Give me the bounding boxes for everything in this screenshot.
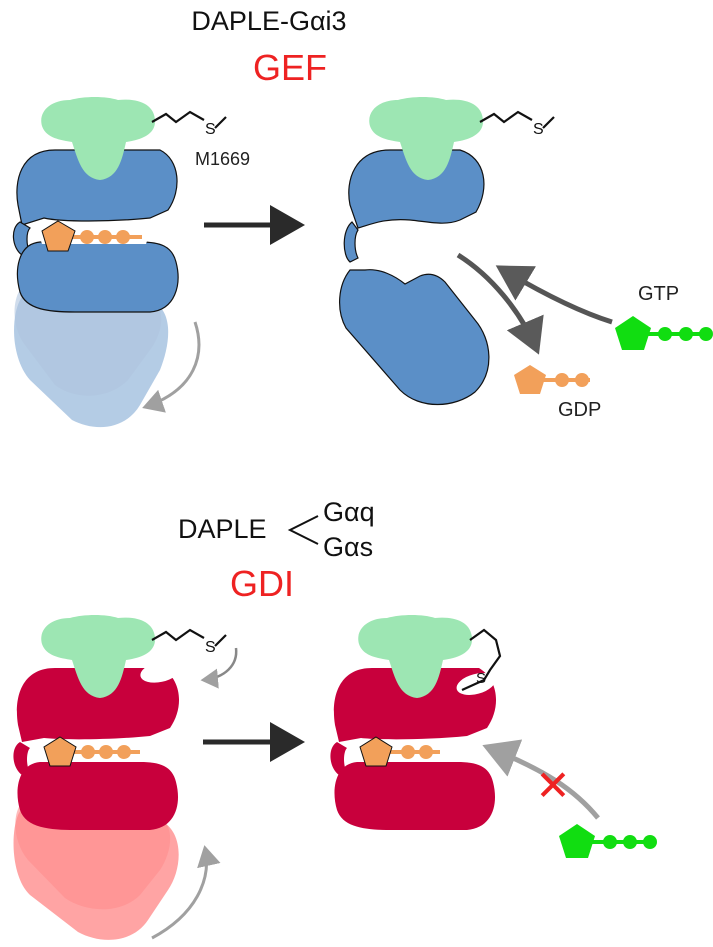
gdi-green-domain-right [358, 615, 473, 698]
block-mark: ✕ [535, 762, 570, 809]
gdi-gprotein-left [13, 661, 180, 830]
gdi-green-domain-left [41, 615, 156, 698]
residue-label: M1669 [195, 149, 250, 169]
gdi-sidechain-right [461, 628, 502, 692]
gtp-label: GTP [638, 283, 679, 305]
gef-bound-gdp [41, 220, 142, 252]
gdi-label: GDI [230, 563, 294, 604]
gdi-sulfur-right: S [476, 670, 486, 687]
gef-m1669-sidechain-right [479, 110, 533, 124]
complex-label: DAPLE-Gαi3 [191, 6, 346, 36]
gdi-sulfur-left: S [205, 639, 216, 656]
sidechain-insert-arrow [200, 647, 238, 689]
blocked-gtp [559, 824, 657, 858]
gef-green-domain-left [41, 97, 156, 180]
gdi-swing-arrow [151, 845, 221, 940]
released-gdp [514, 365, 590, 394]
gef-label: GEF [253, 47, 327, 88]
gdi-sidechain-left [151, 628, 205, 642]
gef-sulfur-right: S [533, 121, 544, 138]
gdp-label: GDP [558, 399, 601, 421]
gef-gprotein-open [339, 149, 490, 406]
gdi-bound-gdp-left [43, 736, 140, 767]
gef-m1669-sidechain-left [151, 110, 205, 124]
bracket-lines [287, 515, 319, 545]
gdi-bound-gdp-right [359, 736, 440, 767]
blocked-gtp-arrow [482, 739, 600, 820]
daple-label: DAPLE [178, 514, 267, 544]
gef-sulfur-left: S [205, 121, 216, 138]
gtp-binding-arrow [495, 265, 613, 325]
gas-label: Gαs [323, 532, 373, 562]
gaq-label: Gαq [323, 497, 375, 527]
gef-swing-arrow [142, 321, 201, 413]
free-gtp [615, 316, 713, 350]
gef-green-domain-right [369, 97, 484, 180]
